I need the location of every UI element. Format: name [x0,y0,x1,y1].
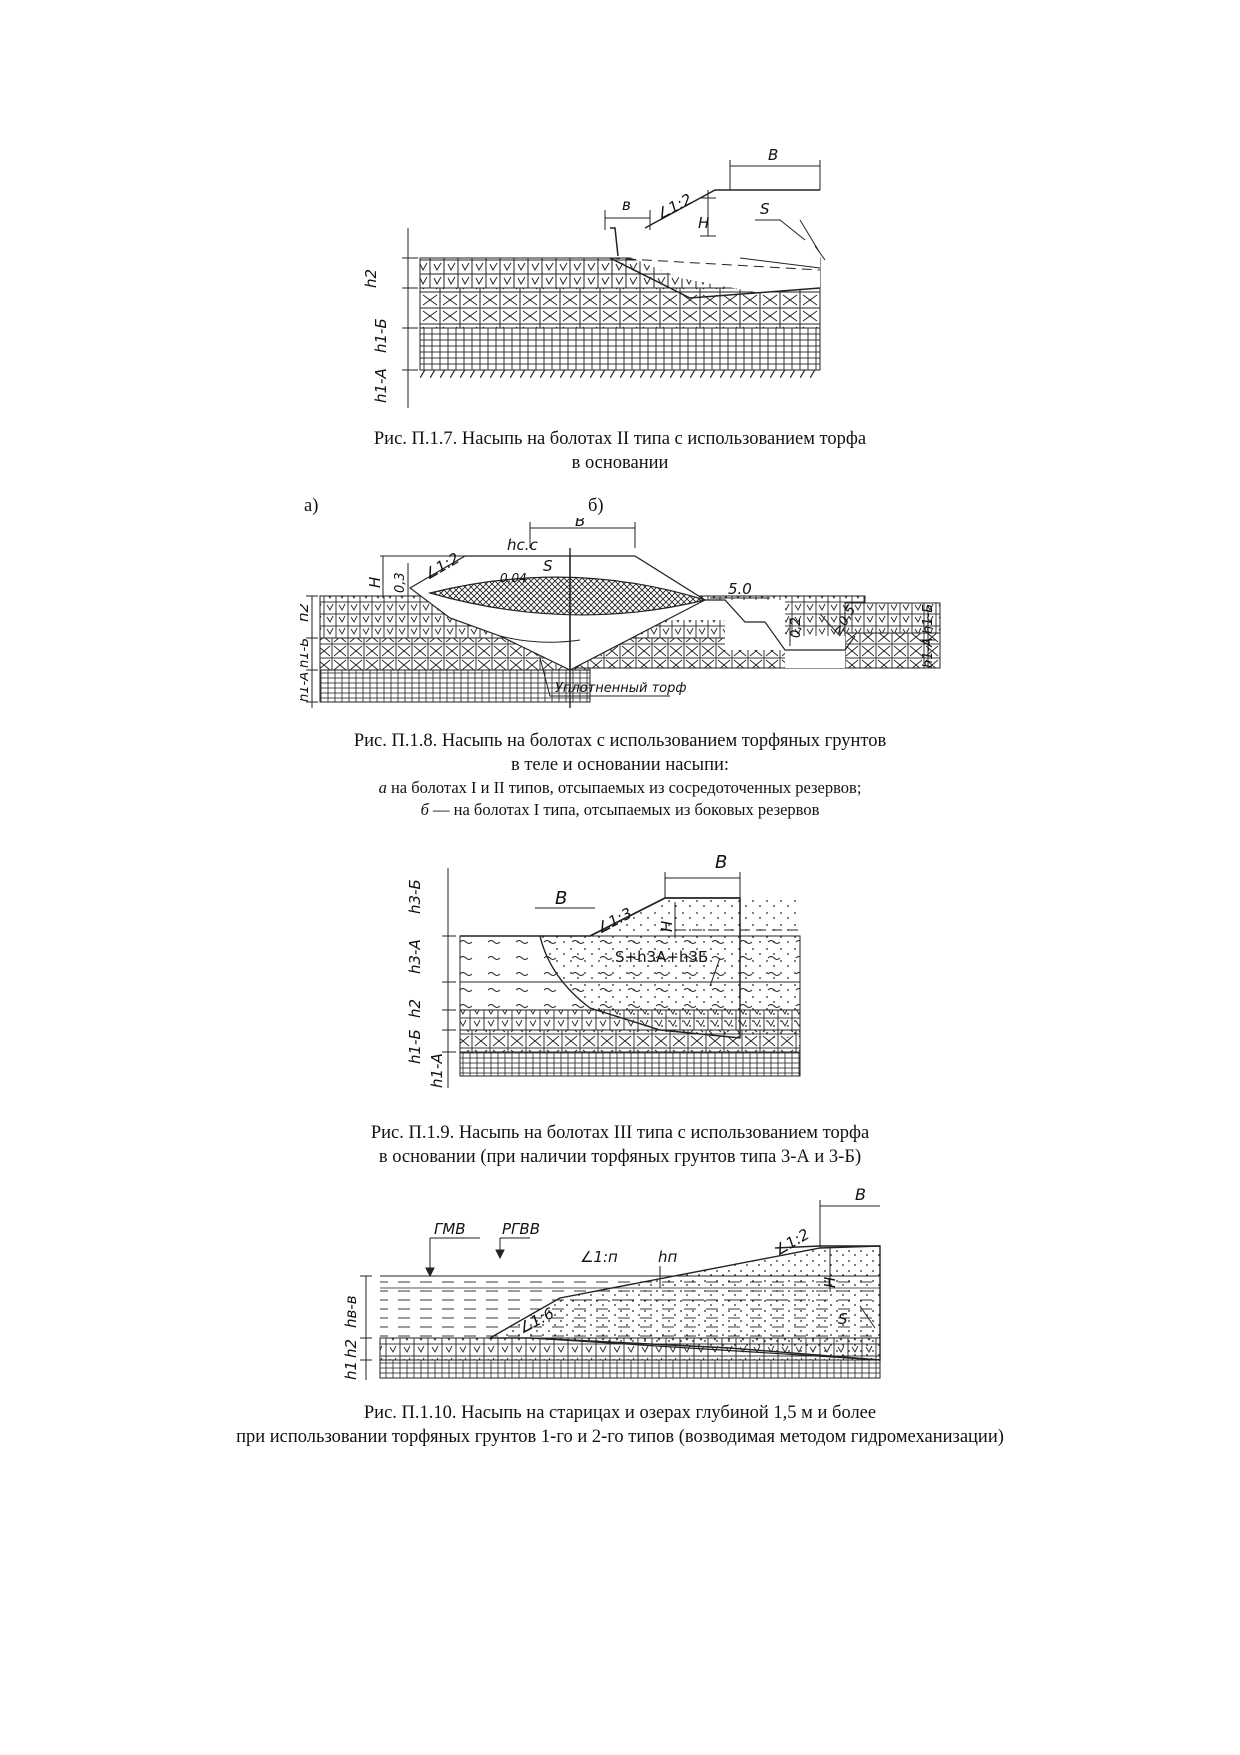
caption-line: Рис. П.1.8. Насыпь на болотах с использо… [353,731,887,751]
label-b: B [555,888,567,909]
label-hn: hп [658,1248,678,1266]
caption-letter-b: б [420,800,429,819]
label-h2: h2 [406,999,424,1018]
label-h1a-right: h1-А [921,638,936,668]
embankment-diagram-1-10: B ГМВ РГВВ ∠1:п hп ∠1:2 H ∠1:6 S hв-в h2… [342,1188,881,1380]
label-slope-n: ∠1:п [580,1248,618,1266]
label-w50: 5.0 [728,580,752,598]
label-H: H [658,921,676,932]
label-h3b: h3-Б [406,879,424,914]
label-B: B [715,852,727,873]
label-d02: 0,2 [789,617,804,638]
caption-line: Рис. П.1.9. Насыпь на болотах III типа с… [370,1123,870,1143]
label-d03: 0,3 [393,572,408,593]
label-d004: 0,04 [500,571,527,585]
label-compacted-peat: Уплотненный торф [555,681,687,696]
label-hvv: hв-в [342,1295,360,1328]
label-B: B [855,1188,866,1204]
label-h1: h1 [342,1361,360,1380]
label-h1b-right: h1-Б [921,604,936,634]
subfig-label-b: б) [588,496,604,516]
label-H: H [366,577,384,588]
caption-fig-1-9: Рис. П.1.9. Насыпь на болотах III типа с… [0,1121,1240,1169]
subfig-label-a: а) [304,496,319,516]
caption-line: в основании [571,453,669,473]
figure-1-10: B ГМВ РГВВ ∠1:п hп ∠1:2 H ∠1:6 S hв-в h2… [330,1188,910,1380]
embankment-diagram-1-7: B в ∠1:2 H S h2 h1-Б h1-А [362,148,826,408]
label-S: S [760,200,770,218]
caption-text-a: на болотах I и II типов, отсыпаемых из с… [386,778,862,797]
caption-letter-a: а [378,778,387,797]
caption-sub-b: б — на болотах I типа, отсыпаемых из бок… [0,799,1240,821]
label-B: B [575,518,585,530]
label-b: в [622,196,631,214]
caption-sub-a: а на болотах I и II типов, отсыпаемых из… [0,777,1240,799]
label-S: S [543,557,553,575]
figure-1-9: B B ∠1:3 H S+h3A+h3Б h3-Б h3-А h2 h1-Б h… [400,838,840,1090]
label-h1b: h1-Б [300,638,312,668]
label-h1a: h1-А [300,672,312,702]
label-h2: h2 [362,269,380,288]
label-H: H [698,214,709,232]
figure-1-7: B в ∠1:2 H S h2 h1-Б h1-А [360,148,880,410]
label-gmv: ГМВ [434,1220,466,1238]
label-h3a: h3-А [406,939,424,974]
label-h1b: h1-Б [406,1029,424,1064]
embankment-diagram-1-9: B B ∠1:3 H S+h3A+h3Б h3-Б h3-А h2 h1-Б h… [406,852,801,1088]
caption-fig-1-7: Рис. П.1.7. Насыпь на болотах II типа с … [0,427,1240,475]
label-hcc: hс.с [507,536,539,554]
caption-line: Рис. П.1.10. Насыпь на старицах и озерах… [363,1403,877,1423]
label-h1a: h1-А [372,368,390,403]
caption-fig-1-10: Рис. П.1.10. Насыпь на старицах и озерах… [0,1401,1240,1449]
label-B: B [768,148,778,164]
label-rgvv: РГВВ [502,1220,540,1238]
caption-line: в основании (при наличии торфяных грунто… [378,1147,862,1167]
caption-line: Рис. П.1.7. Насыпь на болотах II типа с … [373,429,867,449]
caption-line: в теле и основании насыпи: [510,755,730,775]
label-H: H [821,1277,839,1288]
figure-1-8: B hс.с ∠1:2 S 0,04 0,3 H 5.0 0,2 ≥0,5 h2… [300,518,950,710]
caption-text-b: — на болотах I типа, отсыпаемых из боков… [428,800,820,819]
label-h2: h2 [300,603,312,622]
label-S: S [838,1310,848,1328]
label-h2: h2 [342,1339,360,1358]
caption-line: при использовании торфяных грунтов 1-го … [236,1427,1004,1447]
label-h1b: h1-Б [372,318,390,353]
label-S: S+h3A+h3Б [615,948,708,966]
caption-fig-1-8: Рис. П.1.8. Насыпь на болотах с использо… [0,729,1240,821]
embankment-diagram-1-8: B hс.с ∠1:2 S 0,04 0,3 H 5.0 0,2 ≥0,5 h2… [300,518,941,708]
label-h1a: h1-А [428,1053,446,1088]
